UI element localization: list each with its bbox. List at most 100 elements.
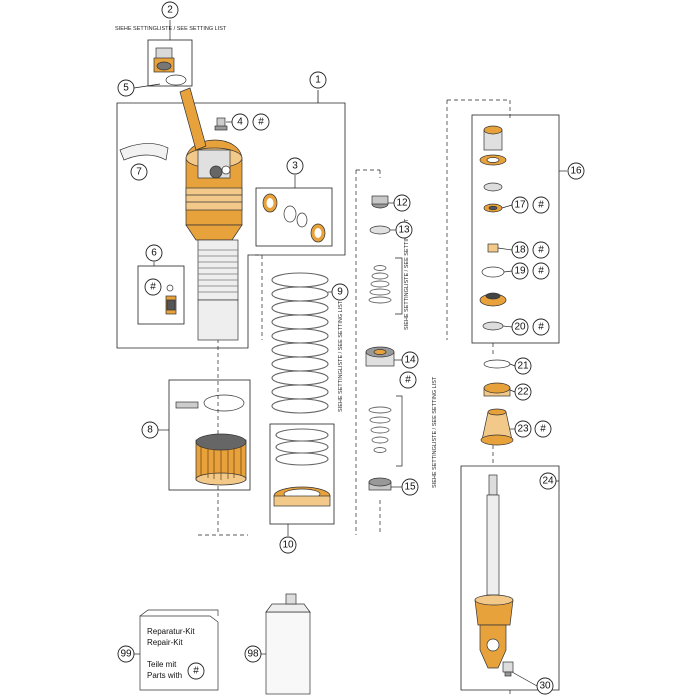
repair-kit-line2: Repair-Kit <box>147 638 183 647</box>
part-shim-stack-upper <box>368 265 392 304</box>
part-bushing-22 <box>483 382 511 397</box>
callout-10[interactable]: 10 <box>279 536 297 554</box>
svg-text:#: # <box>150 282 156 293</box>
frame-seal-kit <box>255 187 333 247</box>
part-shim-stack-lower <box>368 406 392 453</box>
callout-6[interactable]: 6 <box>145 244 163 262</box>
part-washer-13 <box>369 225 391 235</box>
callout-7[interactable]: 7 <box>130 163 148 181</box>
svg-text:12: 12 <box>396 198 408 209</box>
callout-14[interactable]: 14 <box>401 351 419 369</box>
setting-note-top: SIEHE SETTINGLISTE / SEE SETTING LIST <box>115 26 227 32</box>
repair-kit-labels: Reparatur-Kit Repair-Kit Teile mit Parts… <box>147 627 195 680</box>
svg-text:98: 98 <box>247 649 259 660</box>
callout-23[interactable]: 23 <box>514 420 532 438</box>
svg-text:9: 9 <box>337 287 343 298</box>
svg-text:30: 30 <box>539 681 551 692</box>
hash-marker-4[interactable]: # <box>252 113 270 131</box>
part-cover-7 <box>119 143 169 161</box>
frame-damper-body <box>116 90 346 349</box>
svg-text:#: # <box>538 200 544 211</box>
hash-marker-6[interactable]: # <box>144 278 162 296</box>
svg-text:5: 5 <box>123 83 129 94</box>
callout-12[interactable]: 12 <box>393 194 411 212</box>
svg-text:22: 22 <box>517 387 529 398</box>
callout-20[interactable]: 20 <box>511 318 529 336</box>
hash-marker-20[interactable]: # <box>532 318 550 336</box>
part-oil-can <box>265 593 311 695</box>
part-seal-kit <box>262 193 326 243</box>
svg-text:19: 19 <box>514 266 526 277</box>
frame-piston-stack <box>471 114 560 344</box>
svg-text:#: # <box>540 424 546 435</box>
part-stack-16 <box>479 125 507 331</box>
hash-marker-23[interactable]: # <box>534 420 552 438</box>
hash-marker-19[interactable]: # <box>532 262 550 280</box>
part-valve <box>165 284 177 315</box>
svg-text:4: 4 <box>237 117 243 128</box>
repair-kit-line4: Parts with <box>147 671 182 680</box>
hash-marker-18[interactable]: # <box>532 241 550 259</box>
hash-markers: # # # # # # # # # <box>144 113 552 680</box>
callout-5[interactable]: 5 <box>117 79 135 97</box>
hash-marker-kit[interactable]: # <box>187 662 205 680</box>
callout-24[interactable]: 24 <box>539 472 557 490</box>
svg-text:#: # <box>538 266 544 277</box>
setting-note-lower-stack: SIEHE SETTINGLISTE / SEE SETTING LIST <box>432 376 438 488</box>
parts <box>119 47 514 695</box>
callout-9[interactable]: 9 <box>331 283 349 301</box>
svg-text:2: 2 <box>167 5 173 16</box>
svg-text:16: 16 <box>570 166 582 177</box>
callout-18[interactable]: 18 <box>511 241 529 259</box>
svg-text:18: 18 <box>514 245 526 256</box>
part-o-ring-5 <box>165 74 187 86</box>
hash-marker-17[interactable]: # <box>532 196 550 214</box>
repair-kit-line1: Reparatur-Kit <box>147 627 195 636</box>
callout-8[interactable]: 8 <box>141 421 159 439</box>
part-bleed-screw <box>214 117 228 131</box>
hash-marker-14[interactable]: # <box>399 371 417 389</box>
part-fitting-30 <box>502 661 514 677</box>
callout-19[interactable]: 19 <box>511 262 529 280</box>
part-main-spring <box>271 272 329 414</box>
callout-17[interactable]: 17 <box>511 196 529 214</box>
svg-text:#: # <box>193 666 199 677</box>
svg-text:7: 7 <box>136 167 142 178</box>
part-preload-adjuster <box>175 394 247 486</box>
frame-preload-adjuster <box>168 379 251 491</box>
svg-text:99: 99 <box>120 649 132 660</box>
callout-2[interactable]: 2 <box>161 1 179 19</box>
callouts: 2 1 5 4 7 3 6 9 8 10 12 13 14 15 16 17 1… <box>117 1 585 695</box>
svg-text:17: 17 <box>514 200 526 211</box>
part-washer-15 <box>368 477 392 491</box>
part-bump-stop-23 <box>480 408 514 446</box>
callout-22[interactable]: 22 <box>514 383 532 401</box>
svg-text:3: 3 <box>292 161 298 172</box>
setting-notes: SIEHE SETTINGLISTE / SEE SETTING LIST SI… <box>115 26 438 488</box>
svg-text:10: 10 <box>282 540 294 551</box>
callout-3[interactable]: 3 <box>286 157 304 175</box>
svg-text:24: 24 <box>542 476 554 487</box>
callout-15[interactable]: 15 <box>401 478 419 496</box>
frame-valve <box>137 265 185 325</box>
part-piston-rod <box>474 474 514 669</box>
callout-99[interactable]: 99 <box>117 645 135 663</box>
part-damper-body <box>179 87 243 341</box>
part-piston-14 <box>365 346 395 367</box>
setting-note-upper-stack: SIEHE SETTINGLISTE / SEE SETTING LIST <box>404 218 410 330</box>
svg-text:14: 14 <box>404 355 416 366</box>
callout-21[interactable]: 21 <box>514 357 532 375</box>
callout-13[interactable]: 13 <box>395 221 413 239</box>
callout-16[interactable]: 16 <box>567 162 585 180</box>
svg-text:13: 13 <box>398 225 410 236</box>
callout-4[interactable]: 4 <box>231 113 249 131</box>
svg-text:23: 23 <box>517 424 529 435</box>
callout-1[interactable]: 1 <box>309 71 327 89</box>
part-o-ring-21 <box>483 359 511 369</box>
part-spring-seat <box>273 428 331 507</box>
callout-98[interactable]: 98 <box>244 645 262 663</box>
svg-text:1: 1 <box>315 75 321 86</box>
callout-30[interactable]: 30 <box>536 677 554 695</box>
svg-text:15: 15 <box>404 482 416 493</box>
